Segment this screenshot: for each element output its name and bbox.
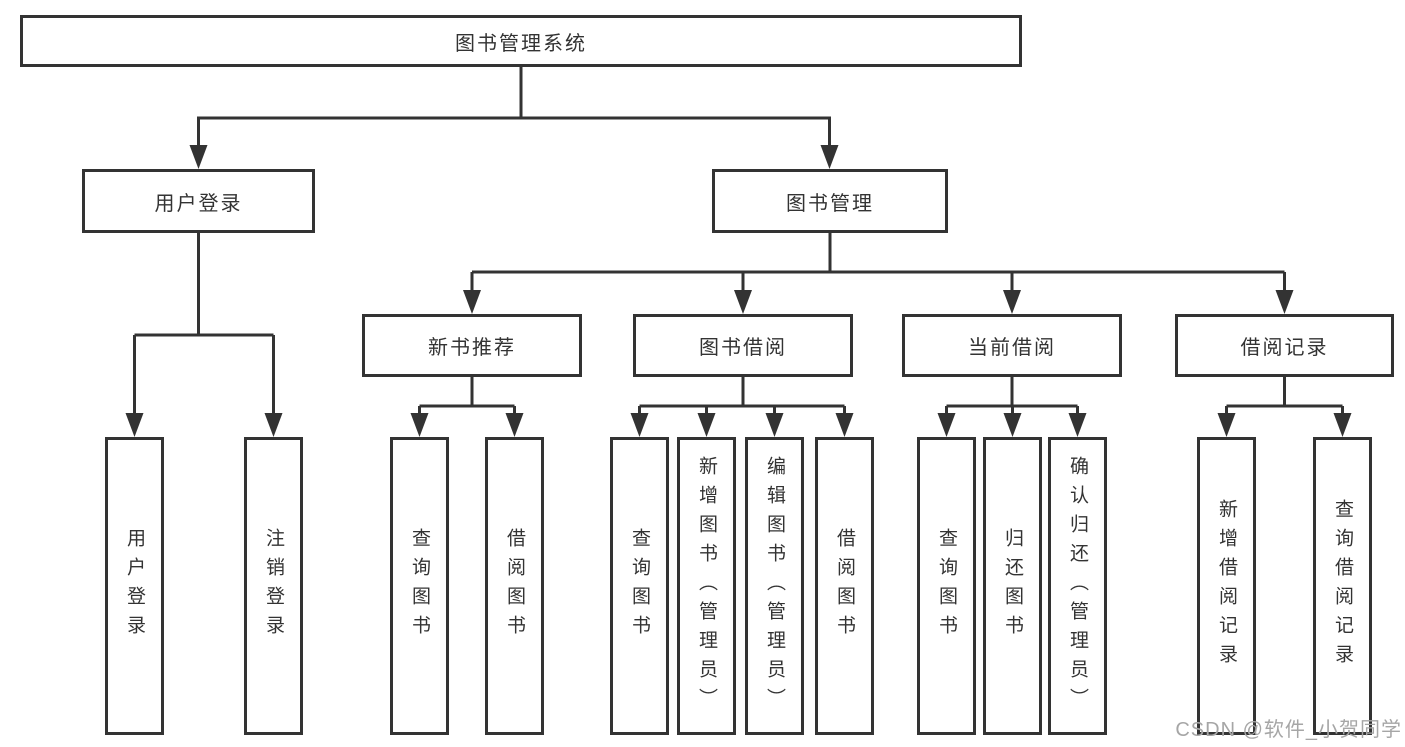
node-leaf-add-books-admin: 新增图书（管理员） bbox=[677, 437, 736, 735]
node-label: 查询图书 bbox=[409, 528, 430, 644]
node-leaf-borrow-books-borrowing: 借阅图书 bbox=[815, 437, 874, 735]
node-label: 图书管理系统 bbox=[455, 32, 587, 55]
node-current-borrowing: 当前借阅 bbox=[902, 314, 1122, 377]
node-book-borrowing: 图书借阅 bbox=[633, 314, 853, 377]
node-leaf-query-books-borrowing: 查询图书 bbox=[610, 437, 669, 735]
node-leaf-edit-books-admin: 编辑图书（管理员） bbox=[745, 437, 804, 735]
connector-current-borrowing-children bbox=[945, 377, 1079, 414]
node-leaf-query-books-current: 查询图书 bbox=[917, 437, 976, 735]
arrow-down-icons-user-login bbox=[125, 413, 283, 437]
node-label: 借阅记录 bbox=[1240, 337, 1329, 359]
node-label: 查询借阅记录 bbox=[1332, 499, 1353, 673]
connector-user-login-children bbox=[133, 233, 275, 414]
node-leaf-user-login: 用户登录 bbox=[105, 437, 164, 735]
node-label: 编辑图书（管理员） bbox=[764, 455, 785, 717]
node-label: 新增借阅记录 bbox=[1216, 499, 1237, 673]
node-leaf-logout: 注销登录 bbox=[244, 437, 303, 735]
arrow-down-icons-level2 bbox=[189, 145, 839, 169]
connector-root-to-level2 bbox=[197, 67, 831, 146]
node-label: 借阅图书 bbox=[834, 528, 855, 644]
node-label: 借阅图书 bbox=[504, 528, 525, 644]
node-label: 用户登录 bbox=[124, 528, 145, 644]
node-label: 用户登录 bbox=[154, 192, 243, 215]
node-leaf-query-borrow-record: 查询借阅记录 bbox=[1313, 437, 1372, 735]
csdn-watermark: CSDN @软件_小贺同学 bbox=[1175, 719, 1402, 741]
node-label: 查询图书 bbox=[629, 528, 650, 644]
node-leaf-return-books: 归还图书 bbox=[983, 437, 1042, 735]
node-label: 归还图书 bbox=[1002, 528, 1023, 644]
connector-borrowing-records-children bbox=[1225, 377, 1344, 414]
node-leaf-confirm-return-admin: 确认归还（管理员） bbox=[1048, 437, 1107, 735]
node-label: 注销登录 bbox=[263, 528, 284, 644]
arrow-down-icons-new-book bbox=[410, 413, 524, 437]
node-borrowing-records: 借阅记录 bbox=[1175, 314, 1394, 377]
node-leaf-query-books-newbook: 查询图书 bbox=[390, 437, 449, 735]
node-new-book-recommendation: 新书推荐 bbox=[362, 314, 582, 377]
connector-new-book-children bbox=[418, 377, 516, 414]
node-leaf-borrow-books-newbook: 借阅图书 bbox=[485, 437, 544, 735]
node-label: 当前借阅 bbox=[968, 337, 1056, 359]
node-user-login: 用户登录 bbox=[82, 169, 315, 233]
arrow-down-icons-level3 bbox=[463, 290, 1294, 314]
arrow-down-icons-borrowing-records bbox=[1217, 413, 1352, 437]
node-label: 确认归还（管理员） bbox=[1067, 455, 1088, 717]
node-label: 图书借阅 bbox=[699, 337, 787, 359]
node-label: 新增图书（管理员） bbox=[696, 455, 717, 717]
node-label: 查询图书 bbox=[936, 528, 957, 644]
node-label: 新书推荐 bbox=[428, 337, 516, 359]
connector-book-management-children bbox=[470, 233, 1286, 291]
arrow-down-icons-book-borrowing bbox=[630, 413, 854, 437]
node-book-management: 图书管理 bbox=[712, 169, 948, 233]
node-label: 图书管理 bbox=[786, 192, 874, 215]
connector-book-borrowing-children bbox=[638, 377, 846, 414]
node-leaf-add-borrow-record: 新增借阅记录 bbox=[1197, 437, 1256, 735]
arrow-down-icons-current-borrowing bbox=[937, 413, 1087, 437]
node-root-system: 图书管理系统 bbox=[20, 15, 1022, 67]
